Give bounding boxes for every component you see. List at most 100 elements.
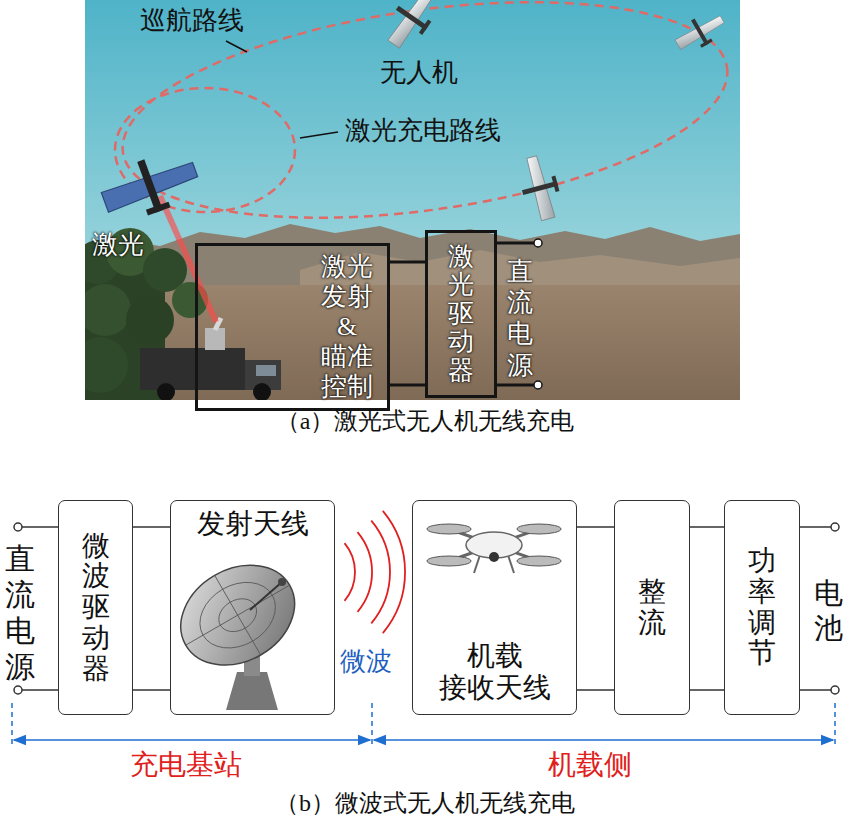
wheel: [253, 383, 271, 400]
dish-grid: [188, 569, 287, 661]
tree: [126, 296, 174, 344]
quadcopter: [427, 524, 561, 573]
laser-control-box: 激光 发射& 瞄准 控制: [195, 243, 390, 411]
laser-supply-wiring: [497, 239, 542, 389]
dish-grid: [215, 575, 261, 655]
node-text: 激光 发射& 瞄准 控制: [321, 252, 373, 401]
truck: [140, 318, 281, 400]
tree: [85, 284, 131, 336]
dish-reflector: [163, 545, 313, 685]
fixed-wing-drone: [671, 7, 730, 58]
span-divider: [371, 703, 373, 748]
node-text: 整流: [638, 577, 666, 639]
dish-antenna: [163, 545, 313, 710]
route-label: 激光充电路线: [345, 115, 501, 146]
receive-antenna-box: 机载 接收天线: [412, 500, 577, 715]
terminal: [831, 523, 839, 531]
power-regulator-box: 功率调节: [724, 500, 800, 715]
quad-arm: [449, 529, 539, 561]
span-brackets: [12, 703, 835, 748]
microwave-wiring: [14, 523, 839, 694]
truck-window: [256, 365, 276, 376]
wire-connector: [133, 526, 170, 528]
node-text: 激光驱动器: [448, 243, 474, 386]
terminal: [534, 381, 542, 389]
laser-beam: [160, 196, 216, 322]
microwave-driver-box: 微波驱动器: [58, 500, 133, 715]
panel-caption: （a）激光式无人机无线充电: [0, 407, 850, 436]
laser-turret: [205, 328, 225, 350]
drone-fuselage: [137, 159, 163, 212]
section-label: 机载侧: [548, 748, 632, 782]
terminal: [14, 686, 22, 694]
microwave-waves: [345, 511, 406, 633]
drone-tail: [551, 176, 559, 192]
quad-camera: [489, 552, 499, 562]
node-text: 发射天线: [197, 507, 309, 541]
node-text: 机载 接收天线: [439, 640, 551, 704]
rotor: [517, 556, 561, 566]
wire: [800, 689, 831, 691]
terminal: [534, 239, 542, 247]
drone-fuselage: [522, 181, 558, 195]
fixed-wing-drone: [96, 144, 205, 228]
battery-label: 电池: [814, 576, 843, 646]
quad-leg: [508, 555, 514, 573]
dish-base: [226, 672, 278, 710]
node-text: 微波驱动器: [82, 531, 110, 685]
power-source-label: 直流电源: [5, 541, 35, 685]
drone-wing: [675, 14, 725, 49]
dish-feed-horn: [278, 578, 286, 586]
wire: [497, 242, 534, 245]
cruise-route: [109, 0, 740, 251]
wire: [22, 526, 58, 528]
wire-connector: [390, 384, 425, 387]
wave-arc: [345, 543, 356, 601]
quad-leg: [474, 555, 480, 573]
section-label: 充电基站: [130, 748, 242, 782]
node-text: 功率调节: [748, 546, 776, 669]
transmit-antenna-box: 发射天线: [170, 500, 335, 715]
drone-tail: [146, 202, 171, 216]
fixed-wing-drone: [379, 0, 445, 55]
wave-arc: [383, 511, 405, 633]
terminal: [14, 523, 22, 531]
wire-connector: [390, 261, 425, 264]
wire: [497, 384, 534, 387]
terminal: [831, 686, 839, 694]
span-arrow: [14, 739, 370, 741]
wire-connector: [577, 526, 614, 528]
wire-connector: [133, 689, 170, 691]
wave-arc: [371, 521, 390, 624]
laser-driver-box: 激光驱动器: [425, 230, 497, 398]
dish-bowl: [163, 545, 313, 685]
quad-arm: [449, 529, 539, 561]
wave-arc: [358, 532, 373, 612]
drone-tail: [419, 19, 431, 34]
power-source-label: 直流电源: [507, 256, 533, 381]
wire: [800, 526, 831, 528]
laser-label: 激光: [92, 229, 144, 260]
wire-connector: [577, 689, 614, 691]
fixed-wing-drone: [514, 152, 565, 223]
wire-connector: [690, 526, 724, 528]
route-label: 巡航路线: [140, 5, 244, 36]
truck-body: [140, 348, 245, 390]
leader-line: [226, 41, 247, 52]
dish-feed: [250, 582, 282, 610]
rotor: [427, 524, 471, 534]
leader-line: [300, 132, 338, 138]
microwave-label: 微波: [340, 646, 392, 677]
span-divider: [11, 703, 13, 748]
wire-connector: [690, 689, 724, 691]
rotor: [427, 556, 471, 566]
laser-scene: [85, 0, 740, 400]
span-arrow: [374, 739, 833, 741]
drone-wing: [101, 160, 198, 213]
panel-caption: （b）微波式无人机无线充电: [0, 789, 850, 818]
rectifier-box: 整流: [614, 500, 690, 715]
drone-tail: [700, 38, 713, 47]
drone-wing: [388, 0, 436, 48]
sky: [85, 0, 740, 400]
wire: [22, 689, 58, 691]
